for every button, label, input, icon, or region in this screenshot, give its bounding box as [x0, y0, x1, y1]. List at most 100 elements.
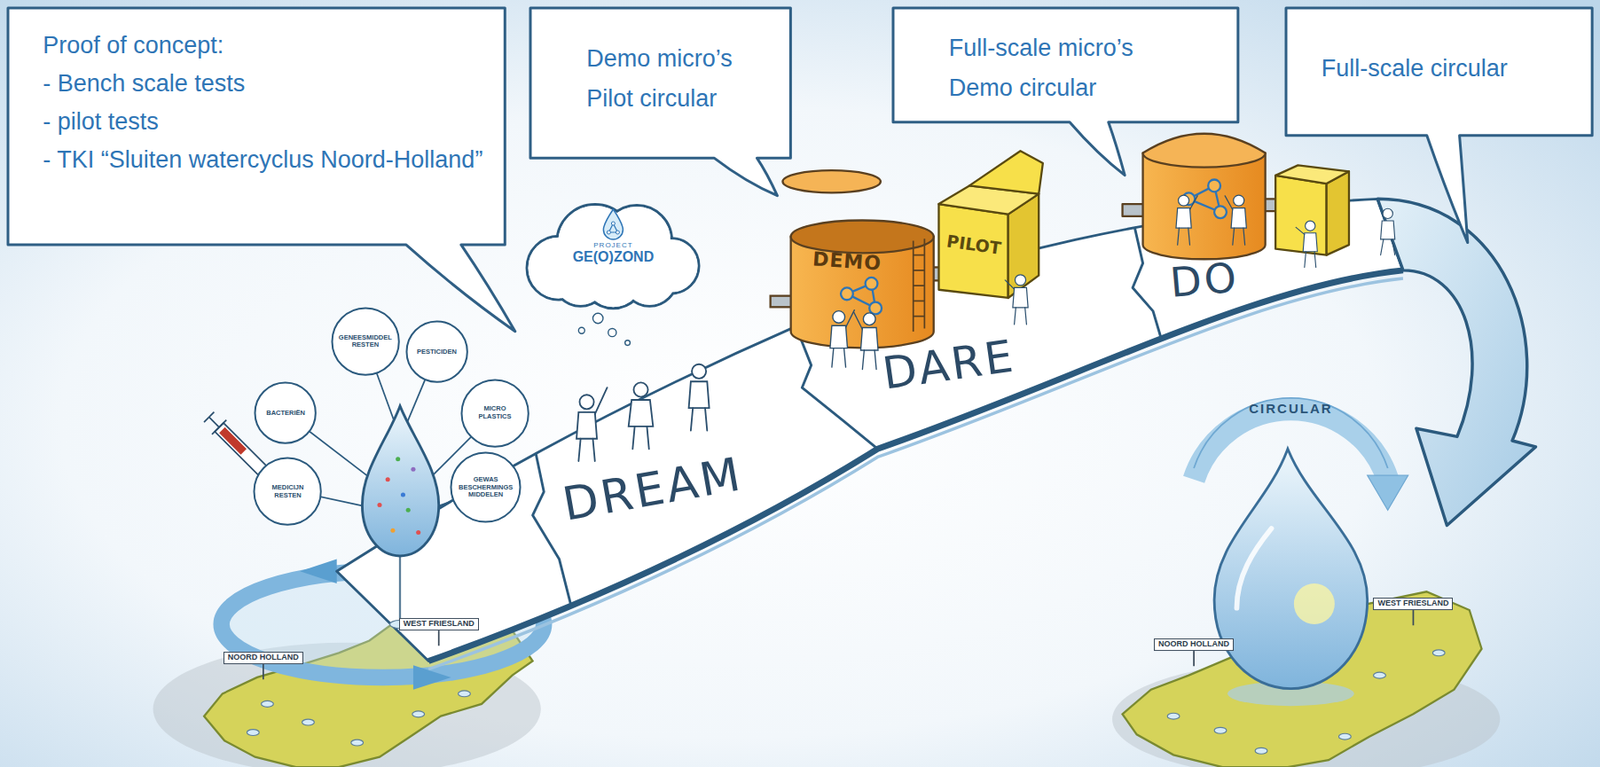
full-scale-tank — [1143, 153, 1266, 260]
contaminant-label: BACTERIËN — [266, 409, 306, 418]
workers — [1004, 280, 1027, 325]
dreamers — [628, 382, 654, 449]
dreamers — [690, 407, 707, 431]
road — [533, 453, 573, 608]
contaminant-label: GEWAS BESCHERMINGS MIDDELEN — [457, 476, 515, 500]
callout-outline — [7, 7, 516, 332]
water-drop-right — [1214, 448, 1368, 689]
syringe-icon — [219, 427, 247, 455]
map-right — [1338, 733, 1351, 740]
phase-label: DO — [1168, 255, 1241, 306]
thought-bubbles — [608, 328, 617, 337]
workers — [1176, 195, 1198, 245]
water-drop-left — [390, 528, 395, 534]
project-name: PROJECT — [593, 241, 633, 250]
callout-text: Proof of concept: — [42, 31, 486, 60]
workers — [1004, 274, 1028, 325]
map-left — [412, 711, 425, 718]
water-drop-left — [376, 502, 382, 508]
syringe-icon — [203, 412, 214, 423]
map-right — [1167, 713, 1180, 720]
workers — [830, 310, 855, 369]
dreamers — [579, 394, 594, 409]
callout-shape — [530, 7, 791, 158]
logo-molecule — [606, 230, 611, 235]
workers — [830, 325, 848, 348]
workers — [1176, 208, 1192, 228]
pilot-box — [969, 150, 1044, 194]
callout-box: Full-scale circular — [1286, 7, 1593, 136]
workers — [1305, 220, 1316, 231]
callout-text: - Bench scale tests — [42, 70, 486, 98]
workers — [854, 312, 879, 370]
workers — [1224, 196, 1245, 245]
circle-outline — [461, 379, 528, 447]
demo-tank — [913, 254, 926, 257]
contaminant-circle: PESTICIDEN — [405, 320, 469, 384]
road — [795, 326, 878, 449]
callout-text: Demo micro’s — [586, 45, 777, 73]
map-right — [1373, 672, 1387, 679]
thought-bubbles — [592, 313, 604, 324]
map-left — [246, 729, 259, 737]
map-right — [1432, 650, 1445, 657]
demo-tank — [913, 300, 926, 303]
callout-text: Full-scale circular — [1321, 54, 1578, 83]
map-left — [458, 690, 471, 698]
callout-box: Demo micro’sPilot circular — [530, 7, 791, 158]
dreamers — [633, 382, 648, 397]
cycle-ring-left — [299, 558, 337, 584]
logo-molecule — [615, 230, 620, 235]
phase-label: DREAM — [559, 448, 747, 531]
dreamers — [576, 387, 608, 462]
map-right — [1254, 747, 1268, 754]
sign-post — [1192, 650, 1195, 667]
demo-tank — [791, 220, 934, 254]
logo-drop — [603, 209, 623, 240]
demo-tank — [840, 287, 854, 300]
map-right — [1214, 727, 1227, 734]
workers — [831, 310, 855, 369]
map-sign: WEST FRIESLAND — [1372, 597, 1453, 611]
tank-label: PILOT — [945, 231, 1003, 258]
contaminant-label: PESTICIDEN — [416, 348, 457, 357]
workers — [862, 313, 876, 326]
phase-label: DARE — [879, 331, 1019, 399]
full-scale-tank — [1207, 179, 1221, 192]
water-drop-left — [399, 556, 401, 623]
workers — [1231, 208, 1247, 228]
map-sign: NOORD HOLLAND — [1153, 638, 1234, 651]
demo-tank — [782, 170, 880, 193]
workers — [1382, 208, 1393, 219]
water-drop-left — [410, 467, 416, 472]
syringe-icon — [209, 416, 220, 427]
demo-tank — [840, 277, 882, 314]
water-drop-left — [361, 406, 439, 629]
demo-tank — [923, 238, 926, 329]
water-drop-left — [415, 530, 421, 535]
workers — [1178, 195, 1190, 206]
callout-outline — [1286, 7, 1593, 244]
water-drop-right — [1367, 475, 1409, 510]
full-scale-tank — [1122, 133, 1350, 260]
water-drop-right — [1294, 583, 1335, 625]
callout-text: - pilot tests — [42, 108, 486, 136]
contaminant-circle: MICRO PLASTICS — [460, 378, 530, 448]
workers — [1380, 239, 1396, 256]
full-scale-tank — [1214, 205, 1227, 219]
full-scale-tank — [1122, 203, 1146, 217]
sign-post — [262, 663, 265, 680]
map-left — [351, 739, 364, 746]
workers — [1380, 208, 1396, 255]
dreamers — [691, 364, 706, 379]
contaminant-circle: GENEESMIDDEL RESTEN — [330, 306, 400, 377]
workers — [1233, 195, 1245, 206]
callout-text: Full-scale micro’s — [949, 34, 1224, 63]
workers — [1014, 274, 1026, 286]
workers — [1012, 287, 1028, 307]
water-drop-right — [1193, 398, 1409, 706]
tank-label: DEMO — [811, 248, 882, 275]
thought-bubbles — [578, 327, 585, 334]
full-scale-tank — [1143, 133, 1266, 168]
workers — [1295, 220, 1318, 267]
